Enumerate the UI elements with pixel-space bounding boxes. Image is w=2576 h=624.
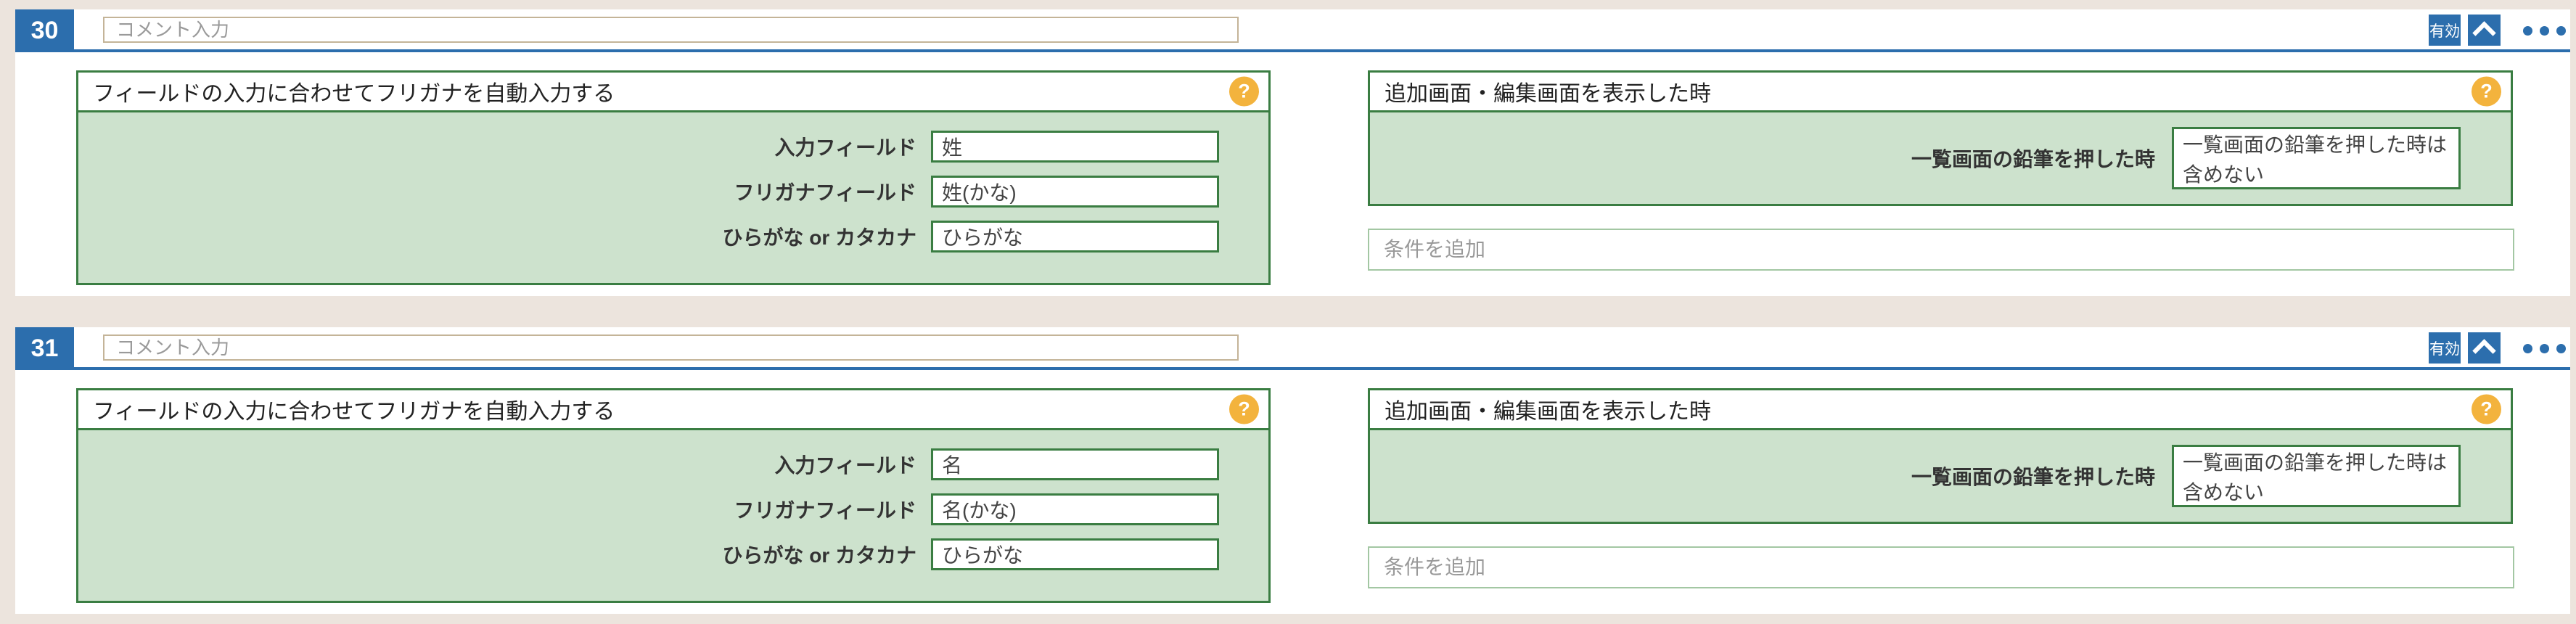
event-panel-body: 一覧画面の鉛筆を押した時 一覧画面の鉛筆を押した時は含めない: [1370, 110, 2511, 204]
furigana-panel-header: フィールドの入力に合わせてフリガナを自動入力する ?: [78, 73, 1268, 110]
collapse-button[interactable]: [2468, 15, 2501, 46]
ellipsis-icon: [2539, 25, 2549, 36]
furigana-field-label: フリガナフィールド: [734, 181, 916, 204]
collapse-button[interactable]: [2468, 332, 2501, 364]
help-icon[interactable]: ?: [2472, 76, 2501, 107]
event-panel-title: 追加画面・編集画面を表示した時: [1385, 400, 1711, 424]
field-row: フリガナフィールド 名(かな): [78, 493, 1219, 525]
chevron-up-icon: [2472, 20, 2496, 45]
field-row: 入力フィールド 姓: [78, 131, 1219, 163]
furigana-panel-body: 入力フィールド 姓 フリガナフィールド 姓(かな) ひらがな or カタカナ ひ…: [78, 110, 1268, 283]
ellipsis-icon: [2556, 25, 2566, 36]
event-panel: 追加画面・編集画面を表示した時 ? 一覧画面の鉛筆を押した時 一覧画面の鉛筆を押…: [1368, 388, 2513, 524]
event-panel-body: 一覧画面の鉛筆を押した時 一覧画面の鉛筆を押した時は含めない: [1370, 428, 2511, 522]
furigana-panel-title: フィールドの入力に合わせてフリガナを自動入力する: [93, 400, 615, 424]
event-panel: 追加画面・編集画面を表示した時 ? 一覧画面の鉛筆を押した時 一覧画面の鉛筆を押…: [1368, 70, 2513, 206]
kana-type-select[interactable]: ひらがな: [931, 221, 1219, 253]
pencil-option-label: 一覧画面の鉛筆を押した時: [1911, 466, 2155, 488]
status-enabled-button[interactable]: 有効: [2429, 332, 2461, 364]
add-condition-input[interactable]: [1368, 546, 2514, 588]
help-icon[interactable]: ?: [1229, 394, 1259, 424]
furigana-field-select[interactable]: 姓(かな): [931, 176, 1219, 208]
field-row: ひらがな or カタカナ ひらがな: [78, 221, 1219, 253]
pencil-option-select[interactable]: 一覧画面の鉛筆を押した時は含めない: [2172, 127, 2461, 189]
ellipsis-icon: [2522, 25, 2532, 36]
kana-type-label: ひらがな or カタカナ: [722, 544, 916, 567]
ellipsis-icon: [2539, 343, 2549, 353]
comment-input[interactable]: [103, 334, 1239, 361]
comment-input[interactable]: [103, 17, 1239, 43]
furigana-panel: フィールドの入力に合わせてフリガナを自動入力する ? 入力フィールド 姓 フリガ…: [76, 70, 1271, 285]
field-row: ひらがな or カタカナ ひらがな: [78, 538, 1219, 570]
furigana-panel: フィールドの入力に合わせてフリガナを自動入力する ? 入力フィールド 名 フリガ…: [76, 388, 1271, 603]
furigana-field-label: フリガナフィールド: [734, 499, 916, 522]
field-row: フリガナフィールド 姓(かな): [78, 176, 1219, 208]
event-panel-header: 追加画面・編集画面を表示した時 ?: [1370, 390, 2511, 428]
rule-card: 31 有効 フィールドの入力に合わせてフリガナを自動入力する ? 入力フィールド…: [15, 327, 2570, 614]
field-row: 入力フィールド 名: [78, 448, 1219, 480]
rule-card: 30 有効 フィールドの入力に合わせてフリガナを自動入力する ? 入力フィールド…: [15, 9, 2570, 296]
pencil-option-select[interactable]: 一覧画面の鉛筆を押した時は含めない: [2172, 445, 2461, 507]
input-field-label: 入力フィールド: [774, 454, 916, 477]
help-icon[interactable]: ?: [1229, 76, 1259, 107]
kana-type-label: ひらがな or カタカナ: [722, 226, 916, 249]
more-menu-button[interactable]: [2511, 17, 2576, 44]
furigana-panel-title: フィールドの入力に合わせてフリガナを自動入力する: [93, 82, 615, 106]
pencil-option-label: 一覧画面の鉛筆を押した時: [1911, 148, 2155, 171]
kana-type-select[interactable]: ひらがな: [931, 538, 1219, 570]
more-menu-button[interactable]: [2511, 334, 2576, 362]
rule-card-header: 30 有効: [15, 9, 2570, 52]
rule-card-header: 31 有効: [15, 327, 2570, 370]
event-panel-header: 追加画面・編集画面を表示した時 ?: [1370, 73, 2511, 110]
input-field-select[interactable]: 姓: [931, 131, 1219, 163]
chevron-up-icon: [2472, 338, 2496, 363]
rule-number-badge: 31: [15, 327, 74, 370]
ellipsis-icon: [2556, 343, 2566, 353]
ellipsis-icon: [2522, 343, 2532, 353]
add-condition-input[interactable]: [1368, 229, 2514, 271]
event-panel-title: 追加画面・編集画面を表示した時: [1385, 82, 1711, 106]
furigana-panel-header: フィールドの入力に合わせてフリガナを自動入力する ?: [78, 390, 1268, 428]
help-icon[interactable]: ?: [2472, 394, 2501, 424]
rule-number-badge: 30: [15, 9, 74, 52]
input-field-select[interactable]: 名: [931, 448, 1219, 480]
furigana-field-select[interactable]: 名(かな): [931, 493, 1219, 525]
status-enabled-button[interactable]: 有効: [2429, 15, 2461, 46]
furigana-panel-body: 入力フィールド 名 フリガナフィールド 名(かな) ひらがな or カタカナ ひ…: [78, 428, 1268, 601]
input-field-label: 入力フィールド: [774, 136, 916, 159]
